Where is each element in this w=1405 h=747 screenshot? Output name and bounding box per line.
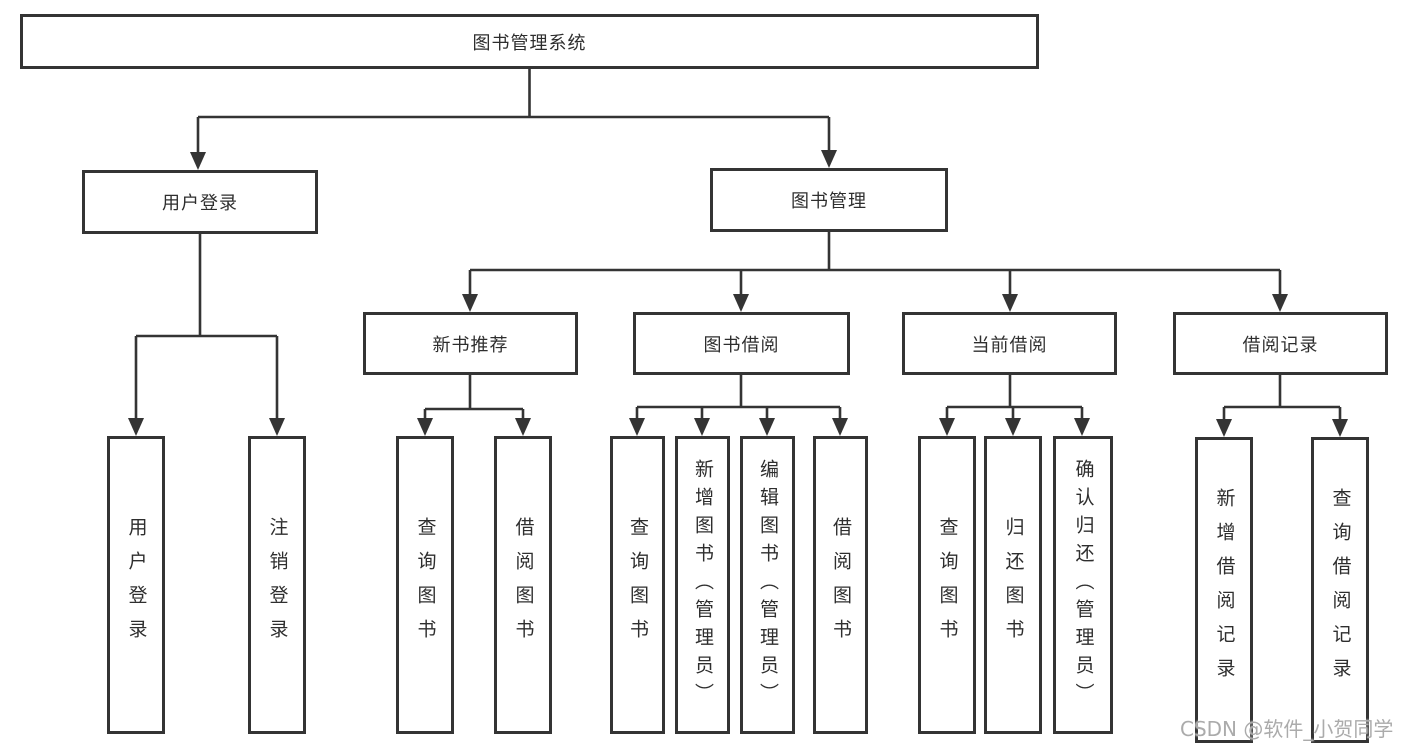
node-user-login-label: 用户登录	[162, 193, 238, 214]
node-book-management: 图书管理	[710, 168, 948, 232]
leaf-recommend-query-books-label: 查询图书	[414, 517, 437, 653]
node-root: 图书管理系统	[20, 14, 1039, 69]
leaf-borrow-query-books-label: 查询图书	[627, 517, 649, 653]
node-user-login: 用户登录	[82, 170, 318, 234]
leaf-logout-label: 注销登录	[266, 517, 289, 653]
leaf-borrow-query-books: 查询图书	[610, 436, 665, 734]
node-book-management-label: 图书管理	[791, 191, 867, 212]
leaf-current-confirm-return: 确认归还（管理员）	[1053, 436, 1113, 734]
node-book-borrow-label: 图书借阅	[703, 334, 780, 356]
node-borrow-records: 借阅记录	[1173, 312, 1388, 375]
csdn-watermark: CSDN @软件_小贺同学	[1180, 717, 1394, 741]
leaf-current-query-books-label: 查询图书	[936, 517, 959, 653]
leaf-recommend-query-books: 查询图书	[396, 436, 454, 734]
leaf-borrow-borrow-books: 借阅图书	[813, 436, 868, 734]
leaf-borrow-add-books: 新增图书（管理员）	[675, 436, 730, 734]
node-book-borrow: 图书借阅	[633, 312, 850, 375]
leaf-borrow-borrow-books-label: 借阅图书	[830, 517, 852, 653]
leaf-current-confirm-return-label: 确认归还（管理员）	[1072, 459, 1095, 711]
node-current-borrow-label: 当前借阅	[971, 334, 1048, 356]
leaf-records-query-record: 查询借阅记录	[1311, 437, 1369, 743]
leaf-user-login: 用户登录	[107, 436, 165, 734]
node-root-label: 图书管理系统	[472, 32, 587, 54]
leaf-recommend-borrow-books: 借阅图书	[494, 436, 552, 734]
leaf-user-login-label: 用户登录	[125, 517, 148, 653]
node-new-book-recommend-label: 新书推荐	[432, 334, 509, 356]
leaf-current-query-books: 查询图书	[918, 436, 976, 734]
leaf-current-return-books-label: 归还图书	[1002, 517, 1025, 653]
leaf-logout: 注销登录	[248, 436, 306, 734]
leaf-borrow-add-books-label: 新增图书（管理员）	[692, 459, 714, 711]
leaf-records-query-record-label: 查询借阅记录	[1329, 488, 1352, 692]
node-borrow-records-label: 借阅记录	[1242, 334, 1319, 356]
leaf-records-add-record: 新增借阅记录	[1195, 437, 1253, 743]
leaf-borrow-edit-books-label: 编辑图书（管理员）	[757, 459, 779, 711]
node-current-borrow: 当前借阅	[902, 312, 1117, 375]
leaf-borrow-edit-books: 编辑图书（管理员）	[740, 436, 795, 734]
leaf-records-add-record-label: 新增借阅记录	[1213, 488, 1236, 692]
arrowhead-icons	[128, 150, 1348, 437]
leaf-current-return-books: 归还图书	[984, 436, 1042, 734]
node-new-book-recommend: 新书推荐	[363, 312, 578, 375]
leaf-recommend-borrow-books-label: 借阅图书	[512, 517, 535, 653]
